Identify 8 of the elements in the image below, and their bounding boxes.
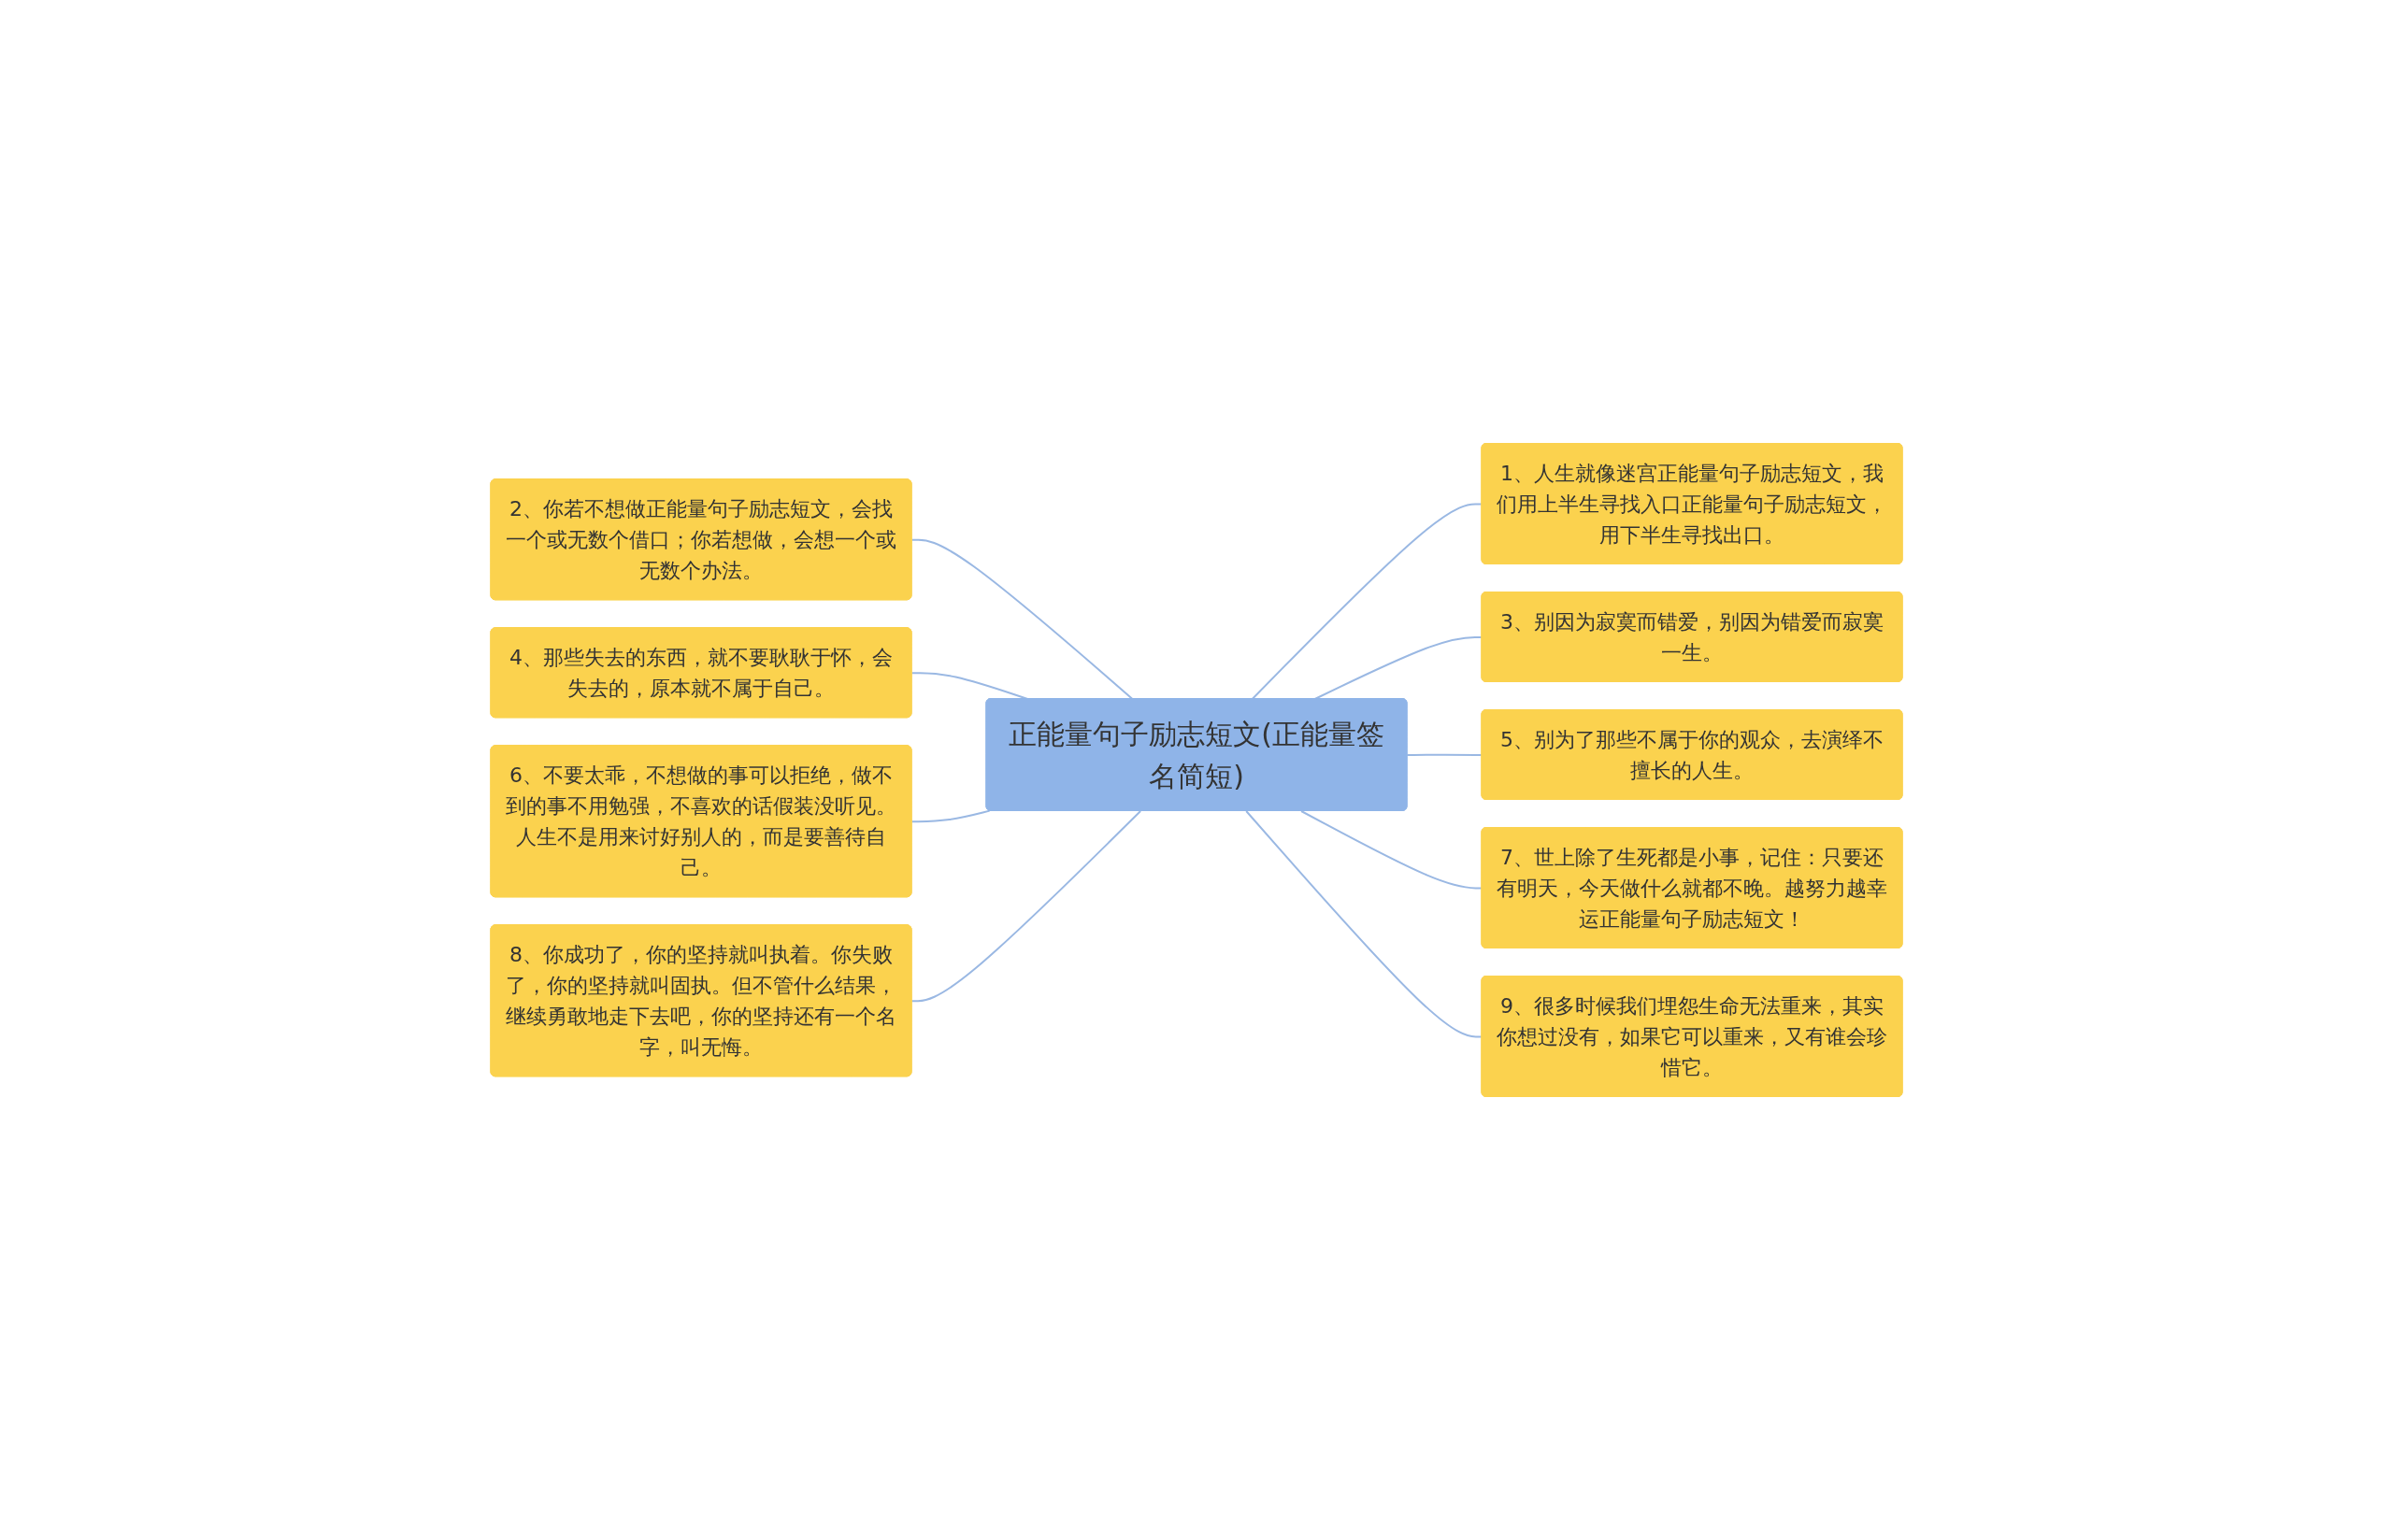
connector [1245,810,1483,1038]
connector [1300,810,1483,890]
connector [1251,503,1483,700]
connector [910,809,991,823]
connector [1313,635,1483,700]
connector [910,538,1134,700]
connector [1406,753,1483,756]
connector [910,810,1142,1003]
